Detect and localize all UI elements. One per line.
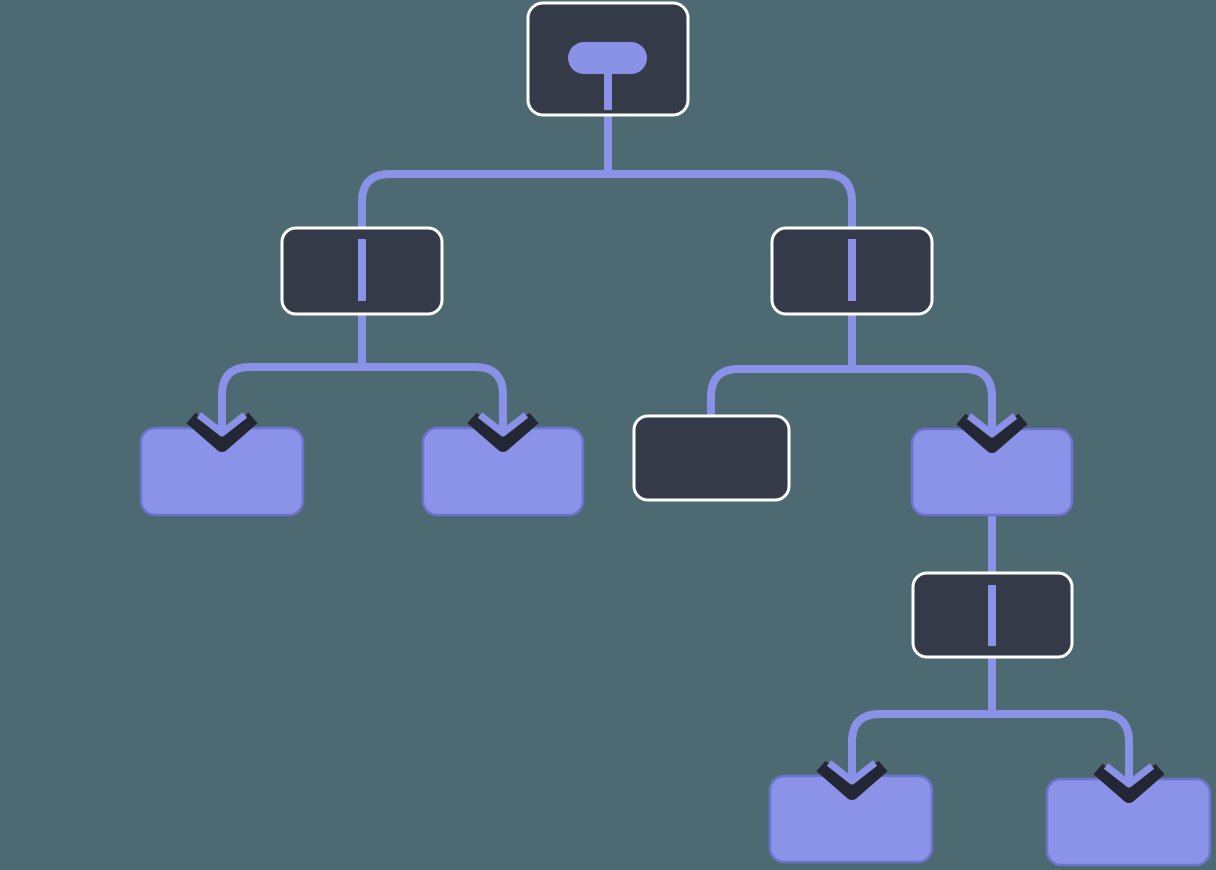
edge-bottom-split [848, 710, 1133, 784]
chevron-down-arrow-icon [467, 392, 539, 452]
chevron-purple-stroke [477, 412, 529, 437]
chevron-purple-stroke [826, 760, 878, 785]
chevron-purple-stroke [196, 412, 248, 437]
root-pill-icon [568, 42, 647, 74]
edge-left-split [218, 363, 507, 436]
chevron-down-arrow-icon [186, 392, 258, 452]
chevron-down-arrow-icon [816, 740, 888, 800]
edge-level1-split [358, 170, 856, 232]
chevron-purple-stroke [1103, 763, 1155, 788]
chevron-dark-stroke [816, 760, 888, 800]
chevron-purple-stroke [966, 413, 1018, 438]
chevron-down-arrow-icon [1093, 743, 1165, 803]
chevron-dark-stroke [956, 413, 1028, 453]
node-layer [139, 1, 1212, 867]
node-dark-leaf[interactable] [632, 414, 791, 502]
chevron-dark-stroke [186, 412, 258, 452]
decoration-layer [186, 42, 1165, 803]
edge-layer [218, 56, 1133, 784]
chevron-down-arrow-icon [956, 393, 1028, 453]
edge-right-split [707, 365, 996, 436]
chevron-dark-stroke [1093, 763, 1165, 803]
chevron-dark-stroke [467, 412, 539, 452]
